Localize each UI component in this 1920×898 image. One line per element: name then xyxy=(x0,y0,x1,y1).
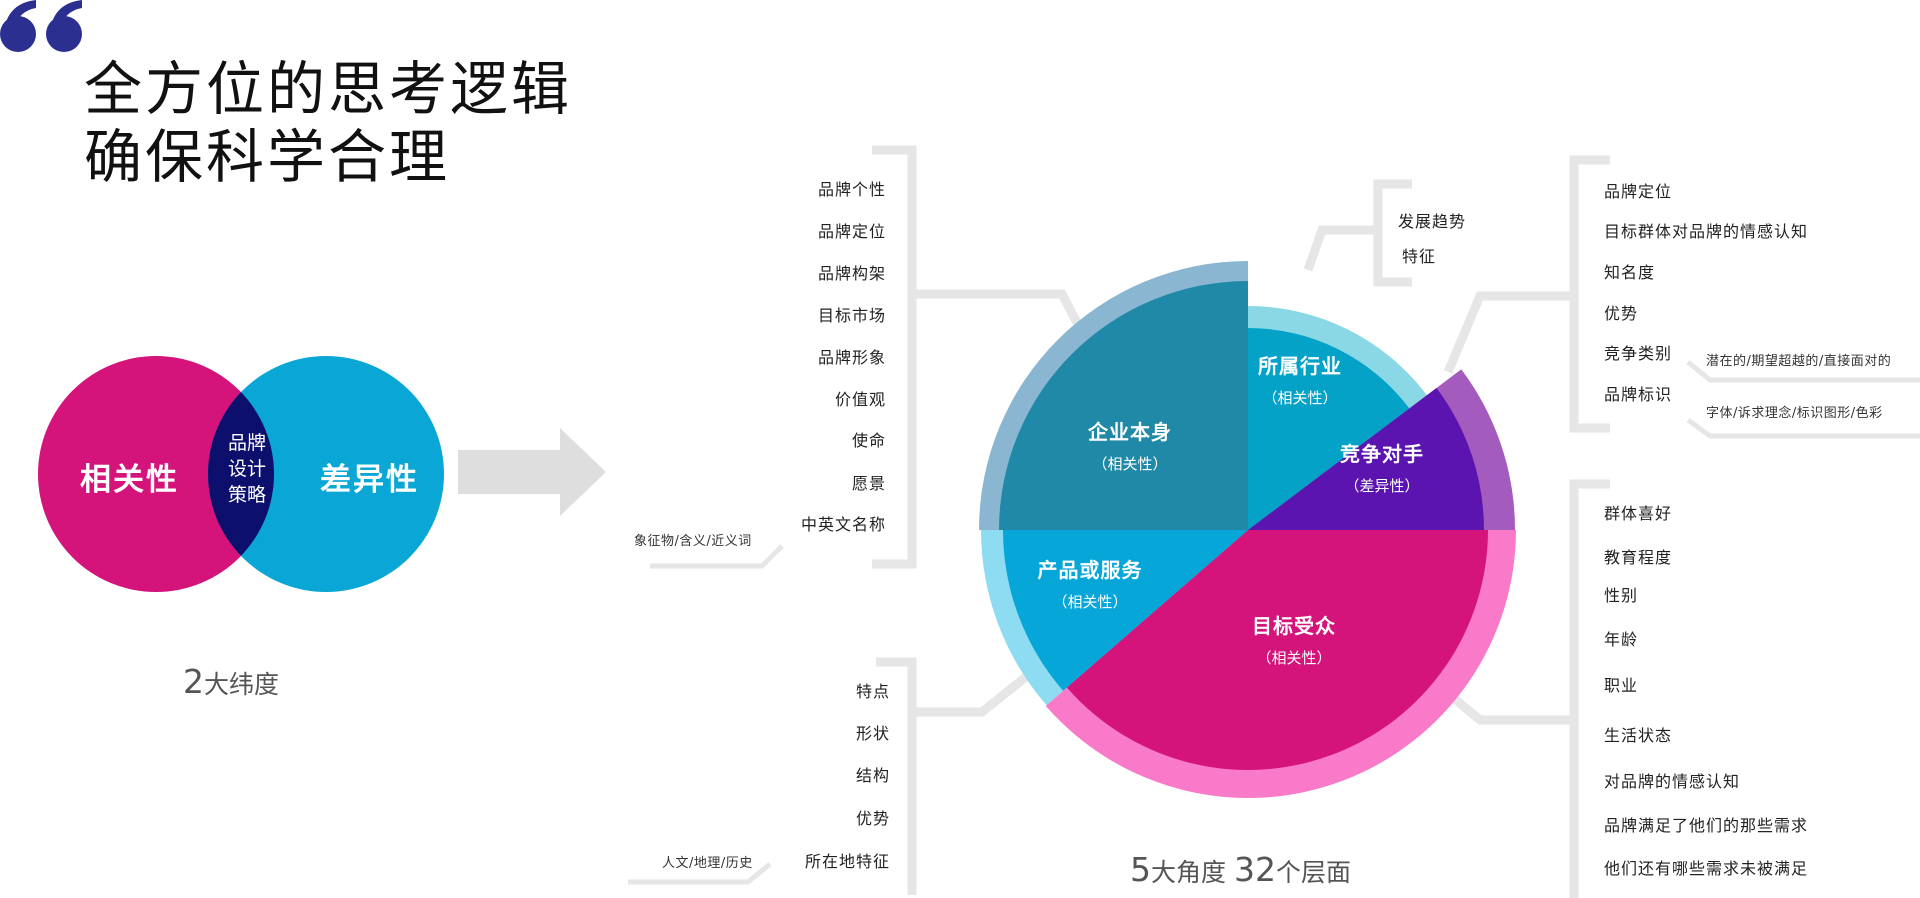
list-item: 性别 xyxy=(1604,586,1639,605)
venn-center-word-3: 策略 xyxy=(227,484,266,506)
list-item: 价值观 xyxy=(834,390,886,409)
venn-center-label: 品牌 设计 策略 xyxy=(222,430,272,508)
pie-label-product-title: 产品或服务 xyxy=(1037,558,1143,582)
list-item: 职业 xyxy=(1604,676,1639,695)
venn-caption-number: 2 xyxy=(183,662,204,701)
pie-caption: 5大角度 32个层面 xyxy=(1130,850,1351,889)
list-item: 优势 xyxy=(855,809,890,828)
venn-right-circle xyxy=(208,356,444,592)
list-item: 目标市场 xyxy=(817,306,886,325)
list-item: 特点 xyxy=(855,682,890,701)
logo-note: 字体/诉求理念/标识图形/色彩 xyxy=(1706,406,1883,421)
venn-caption-text: 大纬度 xyxy=(204,670,280,699)
pie-caption-text-1: 大角度 xyxy=(1151,858,1227,887)
pie-label-company-title: 企业本身 xyxy=(1088,420,1172,444)
list-item: 品牌满足了他们的那些需求 xyxy=(1604,816,1809,835)
list-item: 发展趋势 xyxy=(1398,212,1467,231)
list-item: 品牌个性 xyxy=(817,180,886,199)
pie-slice-audience xyxy=(1066,530,1488,770)
list-item: 生活状态 xyxy=(1604,726,1673,745)
pie-label-company-sub: （相关性） xyxy=(1092,455,1168,473)
pie-caption-num-2: 32 xyxy=(1233,850,1276,889)
venn-center-word-2: 设计 xyxy=(227,458,266,480)
list-item: 品牌定位 xyxy=(1604,182,1673,201)
pie-label-competitor: 竞争对手 （差异性） xyxy=(1302,438,1462,496)
list-item: 他们还有哪些需求未被满足 xyxy=(1604,859,1809,878)
list-item: 品牌形象 xyxy=(817,348,886,367)
location-note: 人文/地理/历史 xyxy=(662,856,753,871)
list-item: 使命 xyxy=(851,431,886,450)
pie-slice-company xyxy=(999,281,1248,530)
venn-left-circle xyxy=(38,356,274,592)
pie-label-product: 产品或服务 （相关性） xyxy=(1010,554,1170,612)
venn-right-label: 差异性 xyxy=(320,462,419,498)
arrow-right-icon xyxy=(458,428,606,516)
list-item: 优势 xyxy=(1604,304,1639,323)
list-item: 年龄 xyxy=(1604,630,1639,649)
pie-slice-industry xyxy=(1248,328,1410,530)
list-item: 结构 xyxy=(855,766,890,785)
venn-diagram xyxy=(38,356,444,592)
headline-line-1: 全方位的思考逻辑 xyxy=(84,55,573,123)
pie-slice-product xyxy=(1003,530,1248,691)
pie-label-competitor-sub: （差异性） xyxy=(1344,477,1420,495)
pie-label-product-sub: （相关性） xyxy=(1052,593,1128,611)
list-item: 特征 xyxy=(1402,247,1437,266)
quote-mark-icon xyxy=(0,0,82,52)
pie-label-industry: 所属行业 （相关性） xyxy=(1220,350,1380,408)
venn-caption: 2大纬度 xyxy=(183,662,279,701)
pie-caption-num-1: 5 xyxy=(1130,850,1151,889)
venn-left-label: 相关性 xyxy=(80,462,179,498)
pie-label-industry-sub: （相关性） xyxy=(1262,389,1338,407)
venn-center-word-1: 品牌 xyxy=(227,432,266,454)
pie-label-competitor-title: 竞争对手 xyxy=(1340,442,1424,466)
pie-caption-text-2: 个层面 xyxy=(1275,858,1351,887)
pie-label-audience: 目标受众 （相关性） xyxy=(1214,610,1374,668)
list-item: 品牌构架 xyxy=(817,264,886,283)
headline-line-2: 确保科学合理 xyxy=(84,123,451,191)
list-item: 教育程度 xyxy=(1604,548,1673,567)
list-item: 对品牌的情感认知 xyxy=(1604,772,1741,791)
pie-label-industry-title: 所属行业 xyxy=(1258,354,1342,378)
list-item: 群体喜好 xyxy=(1604,504,1673,523)
pie-label-audience-sub: （相关性） xyxy=(1256,649,1332,667)
list-item: 形状 xyxy=(855,724,890,743)
pie-label-audience-title: 目标受众 xyxy=(1252,614,1336,638)
list-item: 品牌标识 xyxy=(1604,385,1673,404)
list-item: 竞争类别 xyxy=(1604,344,1673,363)
list-item: 中英文名称 xyxy=(800,515,886,534)
name-note: 象征物/含义/近义词 xyxy=(634,534,752,549)
pie-slice-competitor xyxy=(1248,387,1484,530)
pie-label-company: 企业本身 （相关性） xyxy=(1050,416,1210,474)
list-item: 品牌定位 xyxy=(817,222,886,241)
list-item: 所在地特征 xyxy=(804,852,890,871)
list-item: 知名度 xyxy=(1604,263,1656,282)
list-item: 目标群体对品牌的情感认知 xyxy=(1604,222,1809,241)
list-item: 愿景 xyxy=(851,474,886,493)
category-note: 潜在的/期望超越的/直接面对的 xyxy=(1706,354,1892,369)
